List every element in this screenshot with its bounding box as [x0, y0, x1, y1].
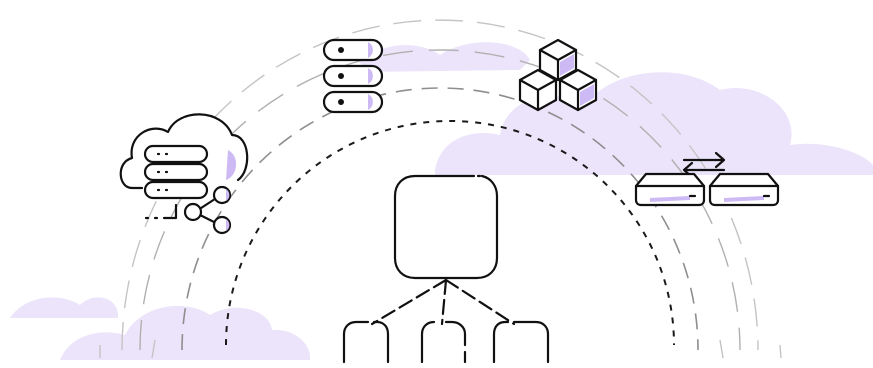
- cubes-icon: [518, 38, 598, 112]
- child-node-middle: [420, 320, 467, 364]
- root-node: [393, 174, 499, 280]
- server-units: [143, 144, 209, 200]
- cube-right: [558, 68, 598, 112]
- arc-inner: [225, 120, 675, 346]
- cloud-right: [435, 72, 873, 175]
- server-unit-1: [143, 144, 209, 164]
- switch-right: [708, 172, 780, 207]
- stack-led-2: [338, 73, 344, 79]
- share-node-1: [183, 202, 203, 222]
- arc-middle: [181, 87, 699, 351]
- network-switch-icon: [634, 151, 780, 207]
- child-node-right: [492, 320, 550, 364]
- stack-led-3: [338, 99, 344, 105]
- arc-ticks: [99, 339, 782, 359]
- cloud-accent: [226, 150, 237, 180]
- server-unit-3: [143, 180, 209, 200]
- hierarchy-connectors: [370, 278, 516, 326]
- server-dots-link: [144, 203, 178, 220]
- share-icon: [183, 185, 232, 235]
- server-unit-2: [143, 162, 209, 182]
- stack-unit-3: [322, 90, 384, 114]
- switch-left: [634, 172, 706, 207]
- stack-unit-2: [322, 64, 384, 88]
- cube-left: [518, 68, 558, 112]
- cloud-server-icon: [119, 113, 249, 235]
- transfer-arrows: [682, 151, 726, 179]
- stack-accents: [368, 42, 373, 110]
- hierarchy-root-icon: [342, 174, 550, 364]
- stack-unit-1: [322, 38, 384, 62]
- cloud-far-left: [10, 297, 119, 318]
- server-stack-icon: [322, 38, 384, 114]
- cloud-top: [360, 42, 530, 72]
- server-leds: [156, 152, 169, 192]
- stack-led-1: [338, 47, 344, 53]
- child-node-left: [342, 320, 390, 364]
- share-accent: [226, 189, 230, 231]
